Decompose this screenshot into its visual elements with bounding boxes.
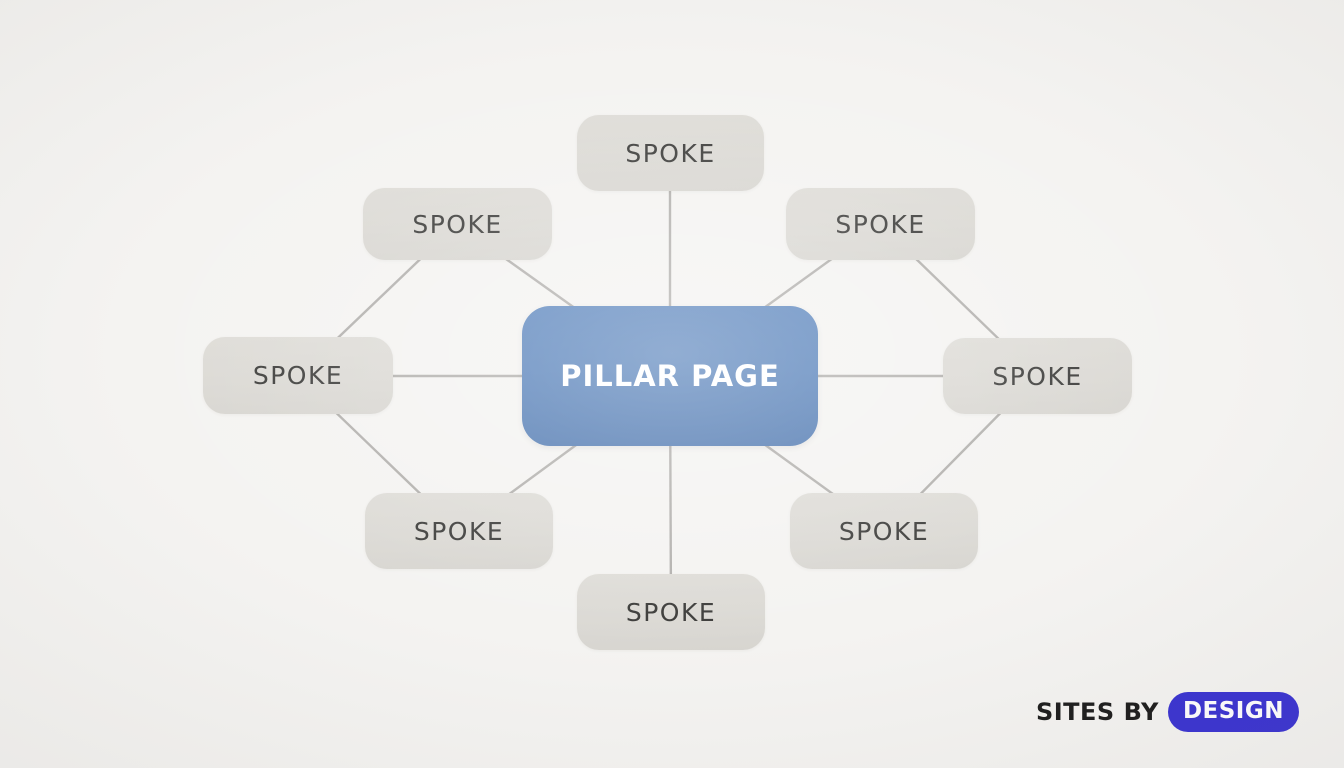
spoke-label: SPOKE	[625, 597, 717, 627]
spoke-node-top-left: SPOKE	[363, 188, 552, 260]
spoke-label: SPOKE	[413, 516, 505, 546]
spoke-label: SPOKE	[625, 138, 716, 168]
spoke-label: SPOKE	[412, 209, 503, 239]
spoke-node-right: SPOKE	[943, 338, 1132, 414]
spoke-node-bottom-left: SPOKE	[365, 493, 553, 569]
logo-design-badge: DESIGN	[1167, 692, 1299, 732]
spoke-label: SPOKE	[992, 361, 1083, 391]
sites-by-design-logo: SITES BY DESIGN	[1036, 692, 1299, 732]
spoke-label: SPOKE	[838, 516, 930, 546]
spoke-node-top: SPOKE	[577, 115, 764, 191]
spoke-node-left: SPOKE	[203, 337, 393, 414]
spoke-node-top-right: SPOKE	[786, 188, 975, 260]
pillar-page-node: PILLAR PAGE	[522, 306, 818, 446]
pillar-page-label: PILLAR PAGE	[560, 359, 780, 393]
spoke-label: SPOKE	[835, 209, 926, 239]
spoke-node-bottom: SPOKE	[577, 574, 765, 650]
spoke-node-bottom-right: SPOKE	[790, 493, 978, 569]
logo-text: SITES BY	[1035, 698, 1159, 726]
spoke-label: SPOKE	[252, 361, 344, 390]
